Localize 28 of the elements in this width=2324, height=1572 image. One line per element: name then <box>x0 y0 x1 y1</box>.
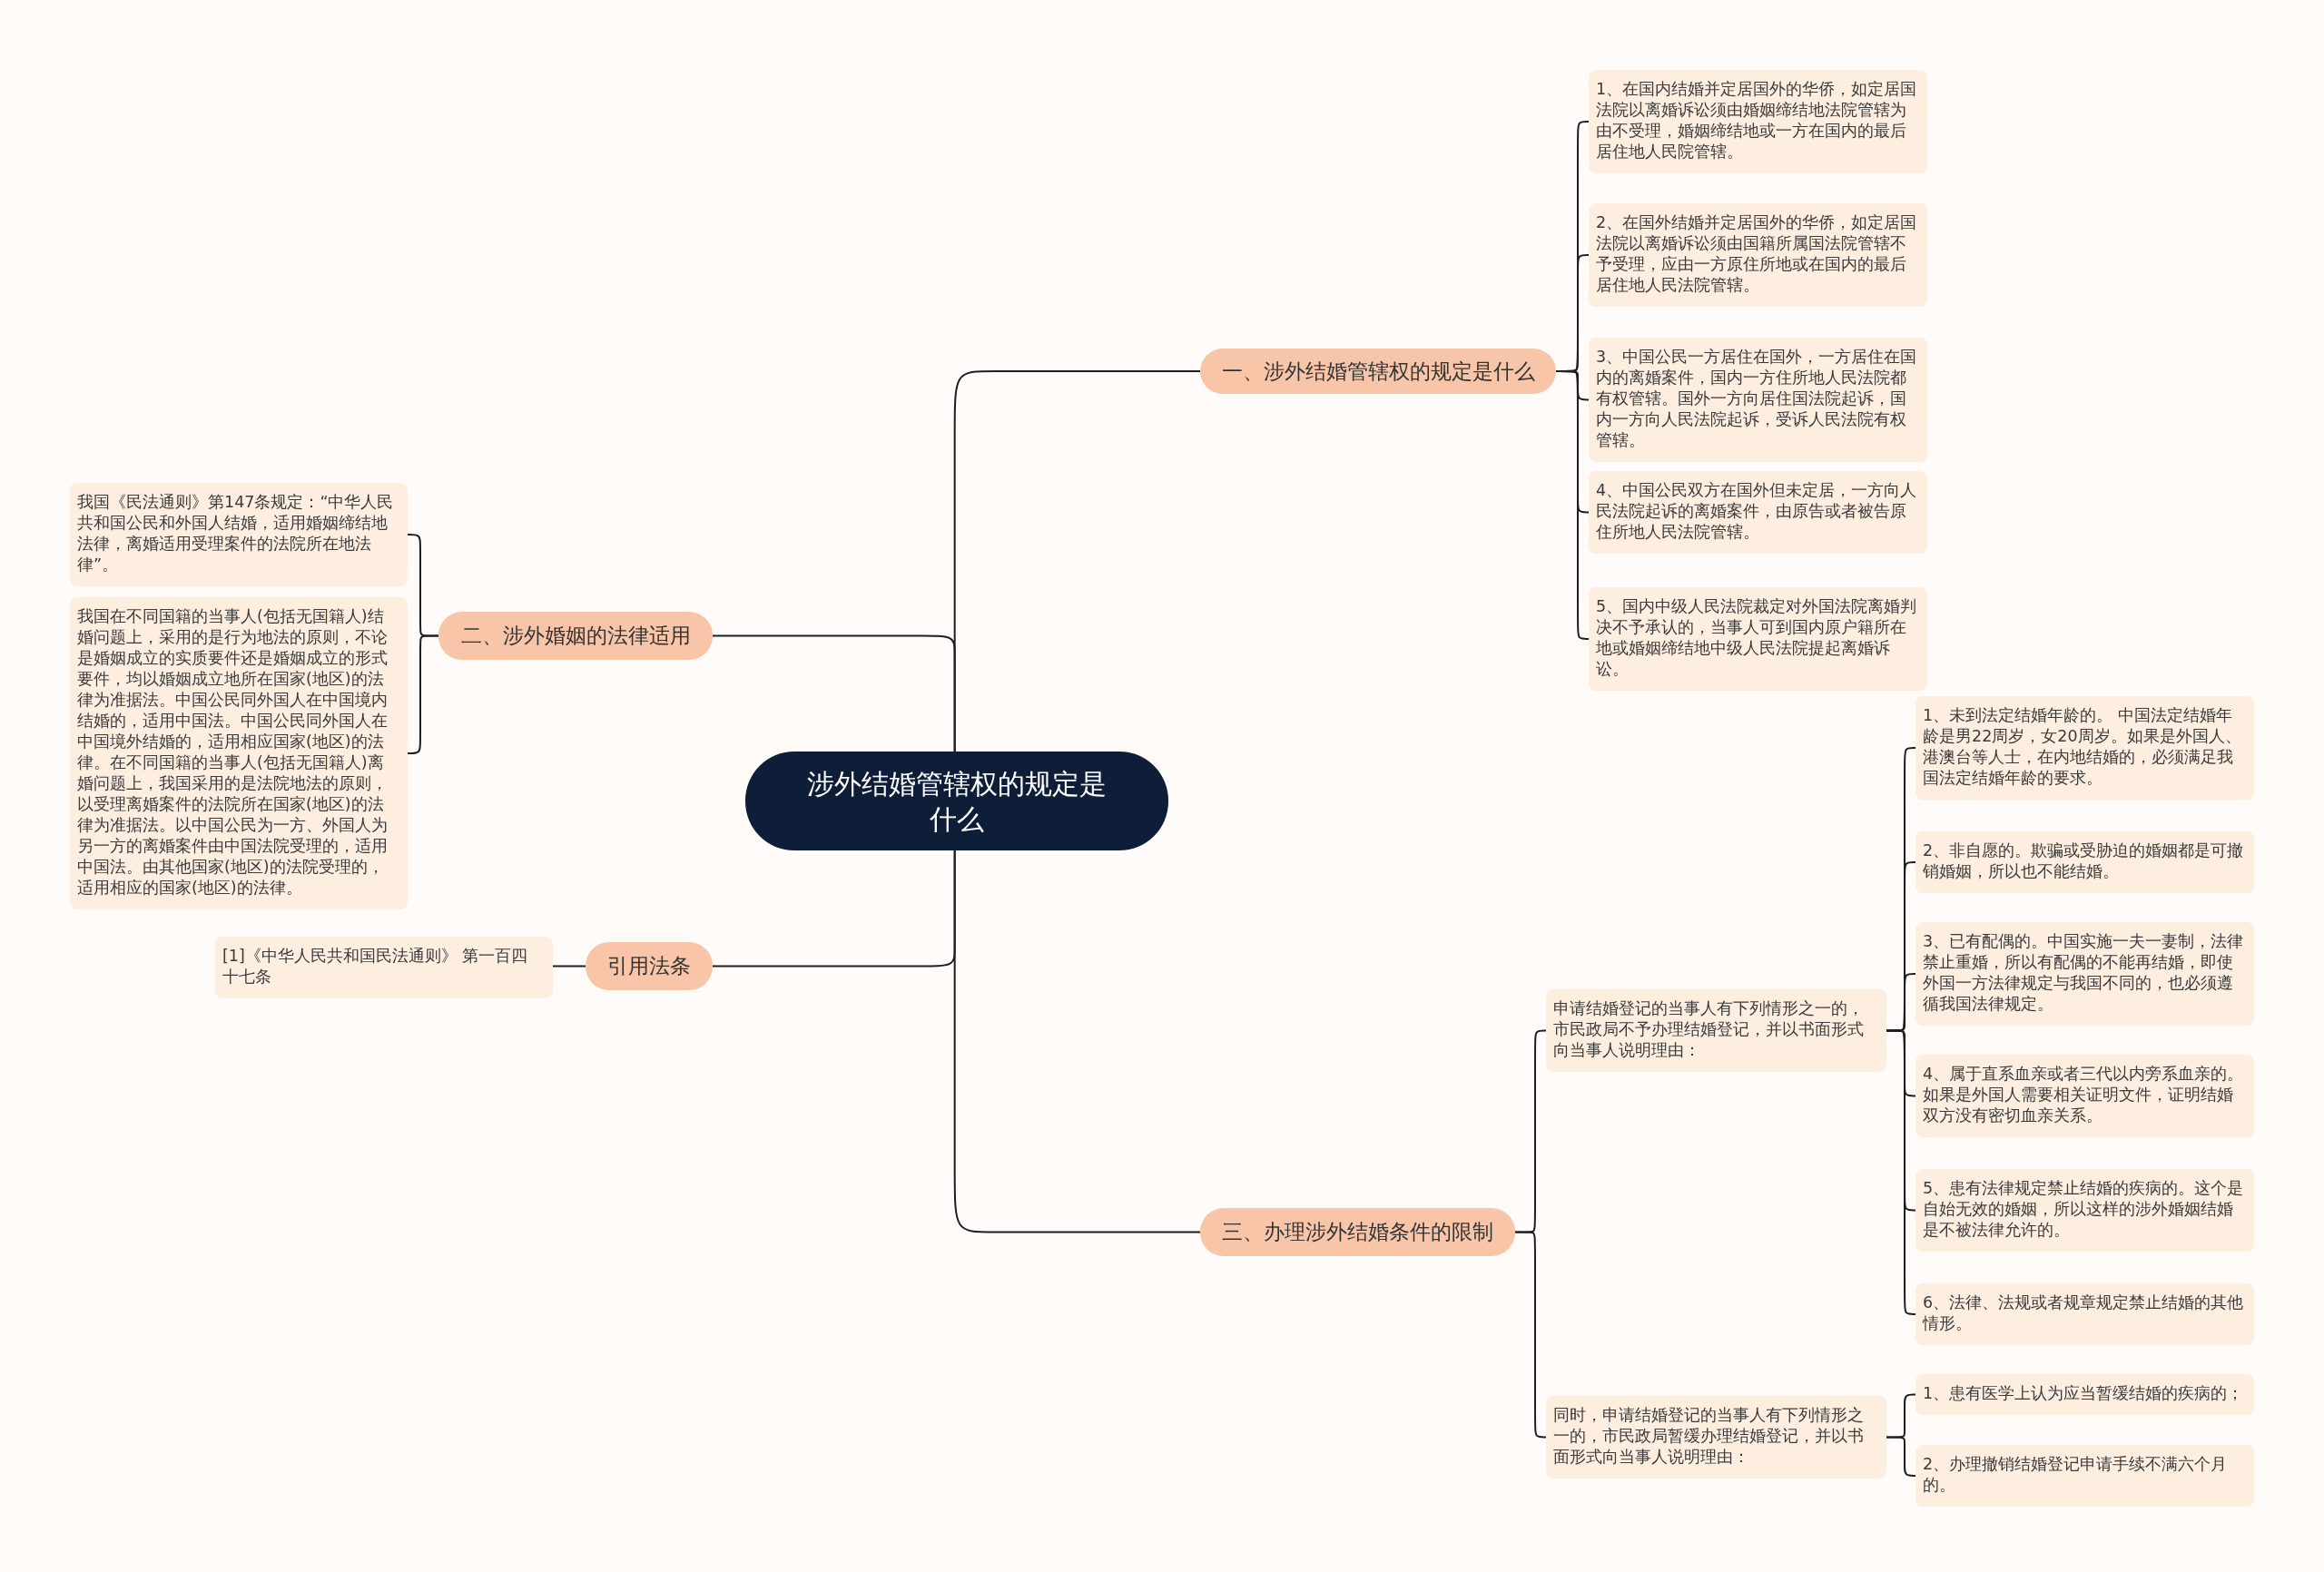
note-card: 2、非自愿的。欺骗或受胁迫的婚姻都是可撤销婚姻，所以也不能结婚。 <box>1915 831 2254 893</box>
note-card: 4、中国公民双方在国外但未定居，一方向人民法院起诉的离婚案件，由原告或者被告原住所地人民法院管辖。 <box>1589 471 1927 554</box>
note-card: 3、已有配偶的。中国实施一夫一妻制，法律禁止重婚，所以有配偶的不能再结婚，即使外国一方法律规定与我国不同的，也必须遵循我国法律规定。 <box>1915 922 2254 1026</box>
connector <box>1886 1436 1916 1477</box>
note-card: 1、未到法定结婚年龄的。 中国法定结婚年龄是男22周岁，女20周岁。如果是外国人、港澳台等人士，在内地结婚的，必须满足我国法定结婚年龄的要求。 <box>1915 696 2254 800</box>
branch-topic: 二、涉外婚姻的法律适用 <box>438 612 713 660</box>
note-card: 1、在国内结婚并定居国外的华侨，如定居国法院以离婚诉讼须由婚姻缔结地法院管辖为由不受理，婚姻缔结地或一方在国内的最后居住地人民院管辖。 <box>1589 70 1927 173</box>
branch-topic: 一、涉外结婚管辖权的规定是什么 <box>1200 349 1556 394</box>
note-card: 1、患有医学上认为应当暂缓结婚的疾病的； <box>1915 1374 2254 1415</box>
note-card: 6、法律、法规或者规章规定禁止结婚的其他情形。 <box>1915 1283 2254 1345</box>
connector <box>712 634 956 754</box>
branch-topic: 三、办理涉外结婚条件的限制 <box>1200 1208 1515 1256</box>
connector <box>1886 1029 1916 1315</box>
note-card: 我国在不同国籍的当事人(包括无国籍人)结婚问题上，采用的是行为地法的原则，不论是婚姻成立的实质要件还是婚姻成立的形式要件，均以婚姻成立地所在国家(地区)的法律为准据法。中国公民同外国人在中国境内结婚的，适用中国法。中国公民同外国人在中国境外结婚的，适用相应国家(地区)的法律。在不同国籍的当事人(包括无国籍人)离婚问题上，我国采用的是法院地法的原则，以受理离婚案件的法院所在国家(地区)的法律为准据法。以中国公民为一方、外国人为另一方的离婚案件由中国法院受理的，适用中国法。由其他国家(地区)的法院受理的，适用相应的国家(地区)的法律。 <box>70 597 408 909</box>
note-card: 2、办理撤销结婚登记申请手续不满六个月的。 <box>1915 1445 2254 1507</box>
note-card: 5、患有法律规定禁止结婚的疾病的。这个是自始无效的婚姻，所以这样的涉外婚姻结婚是不被法律允许的。 <box>1915 1169 2254 1252</box>
connector <box>953 848 1201 1233</box>
note-card: 2、在国外结婚并定居国外的华侨，如定居国法院以离婚诉讼须由国籍所属国法院管辖不予受理，应由一方原住所地或在国内的最后居住地人民法院管辖。 <box>1589 203 1927 307</box>
note-card: [1]《中华人民共和国民法通则》 第一百四十七条 <box>215 937 553 998</box>
note-card: 我国《民法通则》第147条规定：“中华人民共和国公民和外国人结婚，适用婚姻缔结地法律，离婚适用受理案件的法院所在地法律”。 <box>70 483 408 586</box>
note-card: 同时，申请结婚登记的当事人有下列情形之一的，市民政局暂缓办理结婚登记，并以书面形式向当事人说明理由： <box>1546 1396 1886 1479</box>
branch-topic: 引用法条 <box>586 942 713 990</box>
central-topic: 涉外结婚管辖权的规定是什么 <box>745 752 1168 850</box>
note-card: 3、中国公民一方居住在国外，一方居住在国内的离婚案件，国内一方住所地人民法院都有权管辖。国外一方向居住国法院起诉，国内一方向人民法院起诉，受诉人民法院有权管辖。 <box>1589 338 1927 462</box>
note-card: 申请结婚登记的当事人有下列情形之一的，市民政局不予办理结婚登记，并以书面形式向当事人说明理由： <box>1546 989 1886 1072</box>
note-card: 4、属于直系血亲或者三代以内旁系血亲的。如果是外国人需要相关证明文件，证明结婚双方没有密切血亲关系。 <box>1915 1055 2254 1137</box>
connector <box>552 965 586 968</box>
note-card: 5、国内中级人民法院裁定对外国法院离婚判决不予承认的，当事人可到国内原户籍所在地或婚姻缔结地中级人民法院提起离婚诉讼。 <box>1589 587 1927 691</box>
